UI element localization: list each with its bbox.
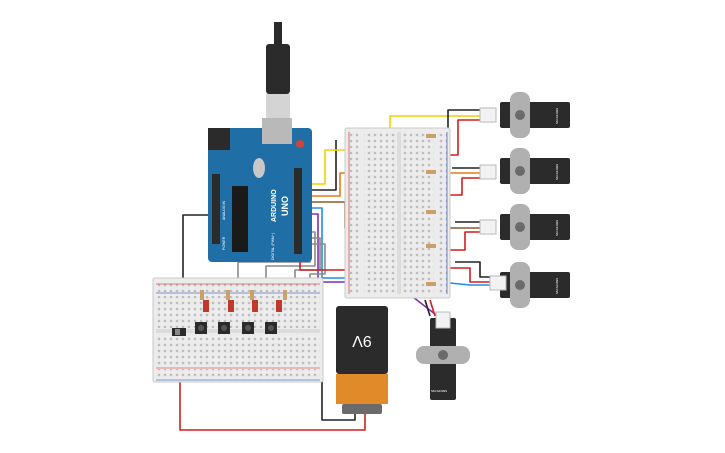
usb-port (262, 118, 292, 144)
servo4-gnd[interactable] (455, 261, 490, 278)
atmega-chip (232, 186, 248, 252)
arduino-model: UNO (280, 196, 290, 216)
main-breadboard[interactable] (152, 277, 324, 383)
servo-2[interactable]: SM-S2309S (500, 148, 570, 194)
signal-wire-yellow-2[interactable] (389, 115, 480, 130)
power-jack (208, 128, 230, 150)
led-resistors (200, 290, 287, 312)
servo-connectors (435, 107, 507, 329)
pushbutton-2[interactable] (218, 322, 230, 334)
servo-breadboard[interactable] (344, 127, 451, 299)
arduino-uno[interactable]: ARDUINO UNO DIGITAL (PWM~) POWER ANALOG … (208, 22, 312, 262)
gnd-wire[interactable] (182, 214, 212, 285)
gnd-wire-2[interactable] (305, 140, 337, 191)
pushbutton-3[interactable] (242, 322, 254, 334)
arduino-power-label: POWER (222, 236, 226, 250)
servo5-power[interactable] (429, 299, 436, 317)
pushbutton-1[interactable] (195, 322, 207, 334)
servo-1[interactable]: SM-S2309S (500, 92, 570, 138)
servo-5[interactable]: SM-S2309S (416, 318, 470, 400)
servo1-gnd[interactable] (447, 109, 480, 140)
reset-button[interactable] (296, 140, 304, 148)
servo-5-model: SM-S2309S (431, 389, 447, 393)
servo-1-model: SM-S2309S (555, 108, 559, 124)
servo5-gnd[interactable] (424, 299, 431, 317)
digital-header (294, 168, 302, 254)
servo-4-model: SM-S2309S (555, 278, 559, 294)
arduino-analog-label: ANALOG IN (222, 200, 226, 220)
servo-4[interactable]: SM-S2309S (500, 262, 570, 308)
arduino-brand: ARDUINO (271, 189, 278, 222)
power-header (212, 174, 220, 244)
servo-3[interactable]: SM-S2309S (500, 204, 570, 250)
pushbutton-4[interactable] (265, 322, 277, 334)
crystal (253, 158, 265, 178)
servo-2-model: SM-S2309S (555, 164, 559, 180)
servo-3-model: SM-S2309S (555, 220, 559, 236)
arduino-pins-label: DIGITAL (PWM~) (271, 233, 275, 260)
battery-label: 9V (352, 332, 372, 349)
battery-9v[interactable]: 9V (336, 306, 388, 414)
servo-resistors (426, 134, 436, 286)
slide-switch[interactable] (172, 328, 186, 336)
usb-cable (266, 22, 290, 124)
